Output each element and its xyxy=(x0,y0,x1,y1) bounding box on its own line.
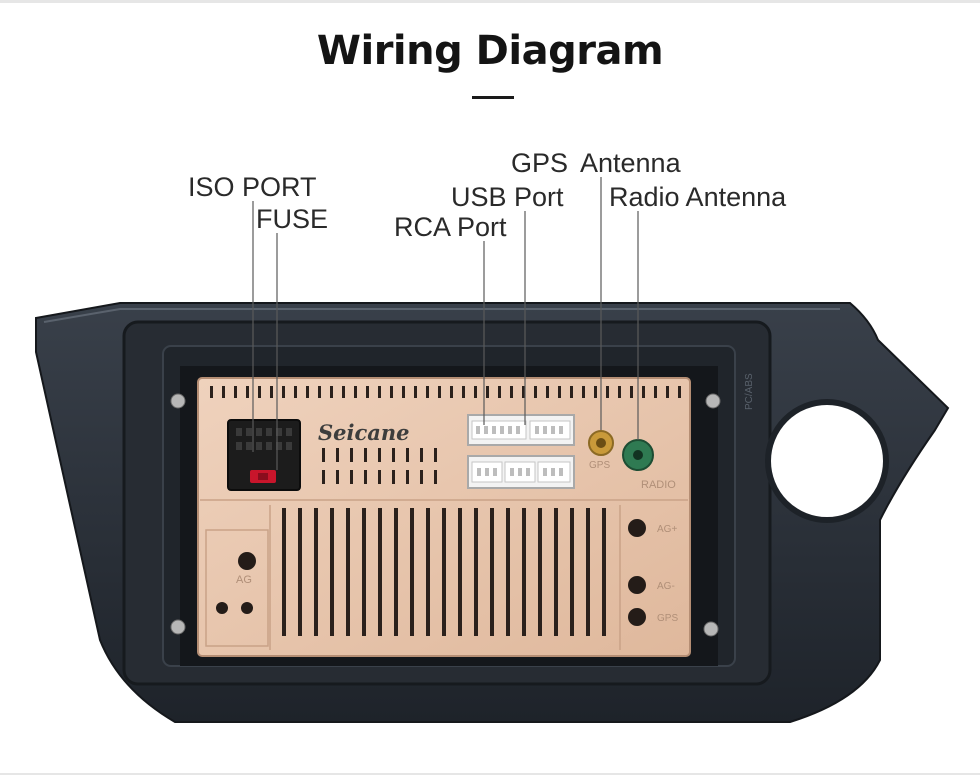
label-antenna: Antenna xyxy=(580,148,681,178)
ag-plus-mark: AG+ xyxy=(657,524,677,535)
iso-port-connector xyxy=(227,419,301,491)
label-rca-port: RCA Port xyxy=(394,212,507,242)
bottom-divider xyxy=(0,773,980,775)
brand-logo: Seicane xyxy=(318,420,410,445)
fuse-icon xyxy=(250,470,276,483)
radio-antenna-jack xyxy=(622,439,654,471)
rca-port-connectors xyxy=(467,455,575,489)
top-divider xyxy=(0,0,980,3)
left-lower-sockets xyxy=(205,529,269,647)
ag-minus-mark: AG- xyxy=(657,581,675,592)
radio-jack-mark: RADIO xyxy=(641,479,676,491)
gps-antenna-jack xyxy=(588,430,614,456)
gps-small-mark: GPS xyxy=(657,613,678,624)
mid-vent-slots xyxy=(322,448,437,484)
left-ag-mark: AG xyxy=(236,574,252,586)
frame-screws xyxy=(170,393,721,637)
label-iso-port: ISO PORT xyxy=(188,172,317,202)
page-title: Wiring Diagram xyxy=(316,28,664,74)
label-radio-antenna: Radio Antenna xyxy=(609,182,787,212)
leader-lines xyxy=(252,177,639,470)
dash-round-opening xyxy=(765,399,889,523)
panel-ridges xyxy=(200,499,688,650)
frame-code-mark: PC/ABS xyxy=(744,373,755,410)
usb-port-connectors xyxy=(467,414,575,446)
label-gps: GPS xyxy=(511,148,569,178)
right-side-sockets xyxy=(628,519,646,626)
label-fuse: FUSE xyxy=(256,204,329,234)
label-usb-port: USB Port xyxy=(451,182,564,212)
title-underline xyxy=(472,96,514,99)
top-vent-slots xyxy=(210,386,681,398)
lower-vent-grid xyxy=(282,508,606,636)
bezel-highlight xyxy=(43,308,840,323)
gps-jack-mark: GPS xyxy=(589,460,610,471)
